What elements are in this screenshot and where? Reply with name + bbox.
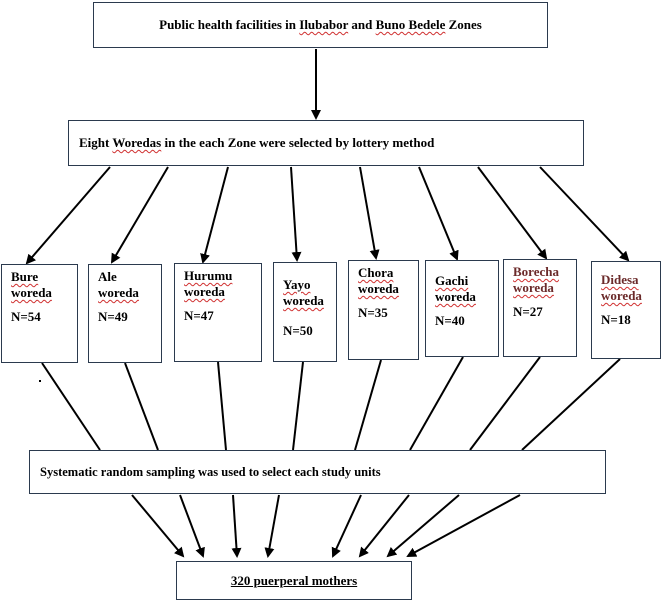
woreda-count: N=49 [98,309,128,324]
woreda-count: N=18 [601,312,631,327]
woreda-label: woreda [358,281,399,296]
arrow-to-bure [25,166,111,265]
arrow-sampling-to-result-3 [231,494,242,558]
woreda-box-gachi: Gachi woreda N=40 [425,260,499,357]
woreda-name: Gachi [435,273,469,288]
woreda-count: N=27 [513,304,543,319]
line-yayo-to-sampling [292,361,304,451]
woreda-box-chora: Chora woreda N=35 [348,260,419,360]
arrow-to-yayo [290,166,302,262]
woreda-name: Yayo [283,277,311,292]
woreda-box-didesa: Didesa woreda N=18 [591,261,661,359]
arrow-to-didesa [539,166,630,262]
zones-text: Public health facilities in Ilubabor and… [159,17,482,32]
arrow-sampling-to-result-1 [131,494,185,558]
woreda-label: woreda [184,284,225,299]
arrow-to-ale [110,166,169,264]
woreda-box-yayo: Yayo woreda N=50 [273,262,337,362]
woreda-count: N=35 [358,305,388,320]
selection-box: Eight Woredas in the each Zone were sele… [68,120,584,166]
arrow-sampling-to-result-6 [358,494,410,558]
line-ale-to-sampling [124,362,159,451]
woreda-count: N=54 [11,309,41,324]
woreda-box-ale: Ale woreda N=49 [88,264,162,363]
woreda-count: N=40 [435,313,465,328]
woreda-count: N=50 [283,323,313,338]
zones-box: Public health facilities in Ilubabor and… [93,2,548,48]
arrow-to-chora [359,166,380,260]
arrow-sampling-to-result-7 [386,494,460,558]
sampling-box: Systematic random sampling was used to s… [29,450,606,494]
result-text: 320 puerperal mothers [230,572,358,588]
line-didesa-to-sampling [521,358,621,451]
woreda-label: woreda [513,280,554,295]
line-gachi-to-sampling [409,356,464,451]
woreda-name: Hurumu [184,268,233,283]
woreda-label: woreda [98,285,139,300]
sampling-text: Systematic random sampling was used to s… [40,464,381,479]
arrow-sampling-to-result-5 [331,494,362,558]
arrow-to-hurumu [200,166,229,264]
woreda-count: N=47 [184,308,214,323]
arrow-to-gachi [418,166,459,261]
woreda-box-hurumu: Hurumu woreda N=47 [174,263,262,362]
woreda-label: woreda [283,293,324,308]
woreda-name: Chora [358,265,394,280]
line-hurumu-to-sampling [217,361,227,451]
woreda-label: woreda [435,289,476,304]
selection-text: Eight Woredas in the each Zone were sele… [79,135,435,150]
woreda-label: woreda [11,285,52,300]
stray-dot [39,380,41,382]
line-chora-to-sampling [354,359,382,451]
arrow-to-borecha [477,166,548,260]
line-bure-to-sampling [41,362,101,451]
woreda-box-bure: Bure woreda N=54 [1,264,78,363]
woreda-name: Borecha [513,264,559,279]
arrow-sampling-to-result-2 [179,494,205,558]
arrow-sampling-to-result-8 [406,494,521,557]
woreda-label: woreda [601,288,642,303]
result-box: 320 puerperal mothers [176,561,412,600]
woreda-name: Ale [98,269,117,284]
arrow-sampling-to-result-4 [264,494,280,558]
line-borecha-to-sampling [469,356,541,451]
woreda-name: Didesa [601,272,639,287]
woreda-name: Bure [11,269,39,284]
woreda-box-borecha: Borecha woreda N=27 [503,259,577,357]
